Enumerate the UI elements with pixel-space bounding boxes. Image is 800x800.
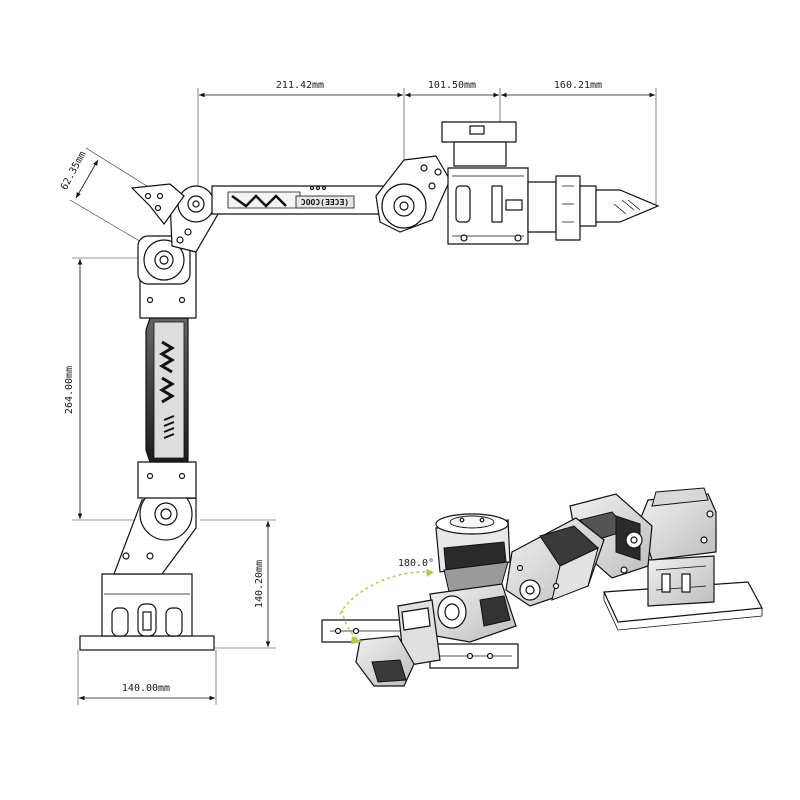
arm-logo-text: ƆOOƆ(ƎƎƆƎ)	[301, 198, 349, 207]
side-view-arm: ƆOOƆ(ƎƎƆƎ)	[79, 121, 660, 651]
dim-shoulder-offset-label: 62.35mm	[59, 150, 89, 192]
dim-lower-arm-label: 264.00mm	[64, 366, 75, 414]
dim-gripper-label: 160.21mm	[554, 80, 602, 91]
perspective-view-arm	[321, 487, 763, 687]
dim-upper-arm-label: 211.42mm	[276, 80, 324, 91]
dim-base-height-label: 140.20mm	[254, 560, 265, 608]
dimension-lines	[69, 88, 657, 705]
rotation-indicator	[339, 569, 434, 644]
dim-forearm-label: 101.50mm	[428, 80, 476, 91]
dim-base-width-label: 140.00mm	[122, 683, 170, 694]
rotation-angle-label: 180.0°	[398, 558, 434, 569]
